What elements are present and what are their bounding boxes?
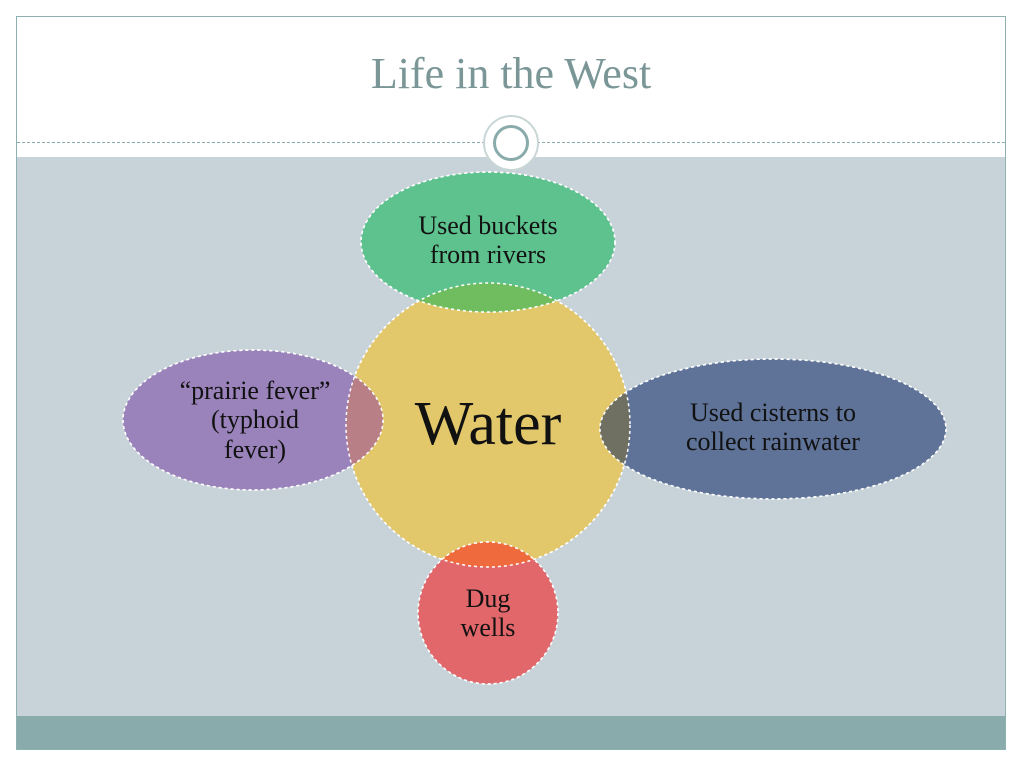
node-right-outline xyxy=(599,358,947,500)
slide-frame xyxy=(16,16,1006,750)
node-left-outline xyxy=(122,349,384,491)
title-ornament-icon xyxy=(483,115,539,171)
node-top-outline xyxy=(360,171,616,313)
title-ornament-ring xyxy=(493,125,529,161)
center-label: Water xyxy=(414,390,562,459)
node-left-label: “prairie fever” (typhoid fever) xyxy=(179,376,331,464)
center-outline xyxy=(345,282,631,568)
node-right-label: Used cisterns to collect rainwater xyxy=(686,397,860,456)
footer-band xyxy=(17,716,1005,749)
node-bottom-outline xyxy=(417,541,559,685)
slide-title: Life in the West xyxy=(370,49,652,98)
node-top-label: Used buckets from rivers xyxy=(418,210,558,269)
node-bottom-label: Dug wells xyxy=(460,583,516,642)
